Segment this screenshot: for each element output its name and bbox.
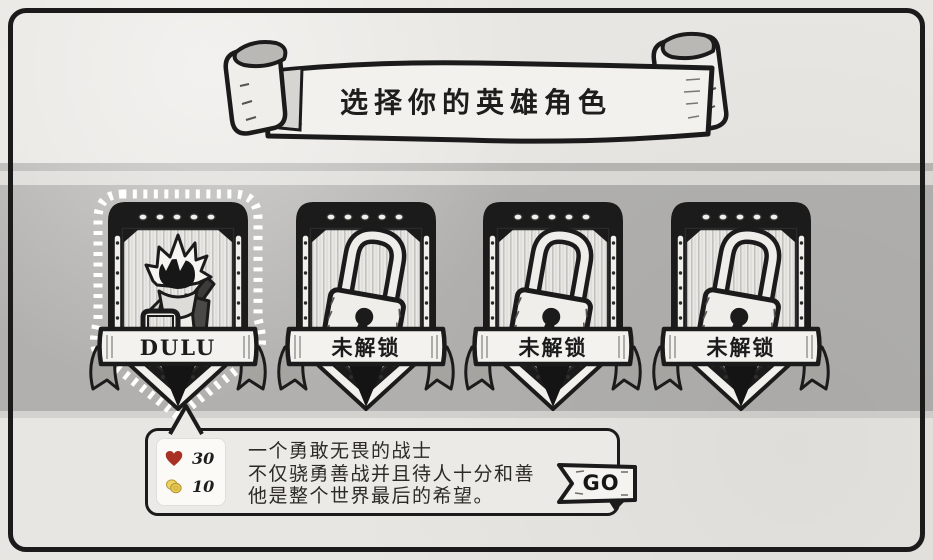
go-label: GO [582,471,620,495]
badge-dulu-selected[interactable]: DULU [81,186,275,426]
badge-locked-3[interactable]: 未解锁 [456,186,650,426]
hp-value: 30 [192,448,215,468]
description-line: 一个勇敢无畏的战士 [248,440,433,462]
badge-locked-2[interactable]: 未解锁 [269,186,463,426]
go-ribbon-art [557,463,637,511]
heart-icon [165,450,183,466]
badge-name: 未解锁 [518,335,588,360]
hero-description: 一个勇敢无畏的战士 不仅骁勇善战并且待人十分和善 他是整个世界最后的希望。 [248,440,588,508]
coins-icon [165,478,182,493]
description-line: 不仅骁勇善战并且待人十分和善 [248,462,536,485]
badge-locked-4[interactable]: 未解锁 [644,186,838,426]
hp-stat: 30 [165,449,217,468]
speech-bubble-tail [168,404,204,435]
description-line: 他是整个世界最后的希望。 [248,485,495,507]
page-title: 选择你的英雄角色 [339,86,612,119]
badge-name: 未解锁 [331,335,401,360]
badge-name: 未解锁 [706,335,776,360]
scroll-banner-art [223,31,729,144]
hero-info-box: 30 10 一个勇敢无畏的战士 不仅骁勇善战并且待人十分和善 他是整个世界最后的… [145,428,620,516]
go-button[interactable]: GO [552,460,644,512]
coin-value: 10 [192,476,215,496]
badge-name: DULU [139,334,217,360]
coin-stat: 10 [165,477,217,496]
hero-stats-panel: 30 10 [157,439,225,505]
title-banner: 选择你的英雄角色 [216,28,741,163]
